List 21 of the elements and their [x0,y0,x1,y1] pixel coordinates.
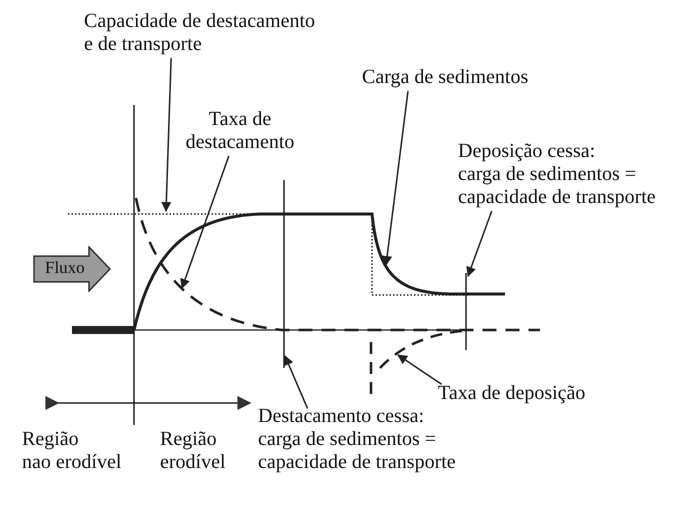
annotation-text: Capacidade de destacamento e de transporte [84,10,326,56]
leader-arrow [466,210,492,277]
marker-line [283,180,285,368]
annotation-text: carga de sedimentos = capacidade de transporte [258,428,457,474]
leader-arrow [180,156,230,289]
annotation-heading: Destacamento cessa: [258,405,426,428]
marker-line [465,273,467,350]
region-label: Região erodível [160,428,227,474]
annotation-text: carga de sedimentos = capacidade de transporte [458,163,657,209]
block-arrow [33,246,111,292]
leader-arrow [284,355,308,409]
annotation-text: Carga de sedimentos [362,66,562,89]
annotation-text: Taxa de deposição [438,382,618,405]
annotation-text: Taxa de destacamento [170,108,310,154]
sediment-load-curve [132,212,505,330]
region-label: Região nao erodível [22,428,122,474]
leader-arrow [397,354,442,385]
annotation-heading: Deposição cessa: [458,140,596,163]
leader-arrow [161,58,172,212]
flow-label: Fluxo [45,257,85,279]
leader-arrow [382,90,409,266]
